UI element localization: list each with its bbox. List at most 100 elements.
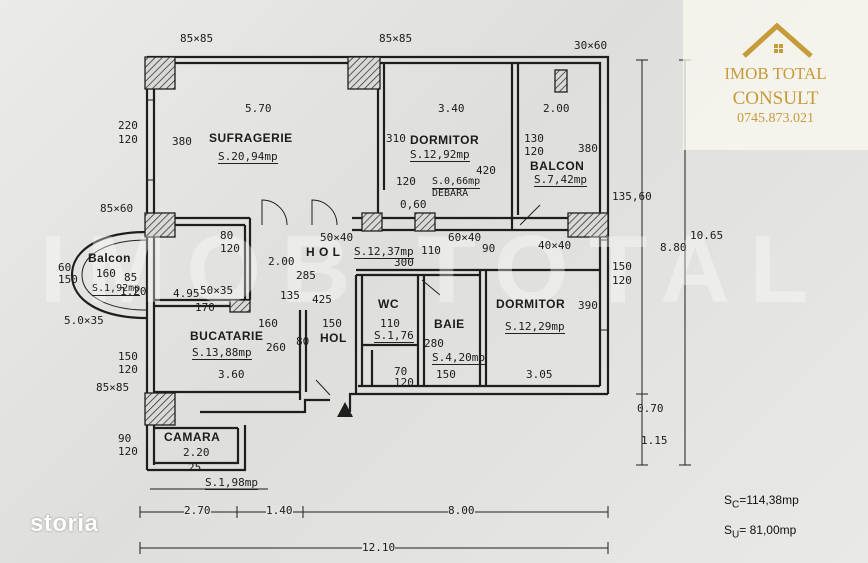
room-area-debara: S.0,66mp: [432, 176, 481, 189]
walls: [145, 55, 610, 472]
dimension-label: 120: [394, 376, 414, 389]
dimension-label: 2.20: [183, 446, 210, 459]
dimension-label: 0,60: [400, 198, 427, 211]
dimension-label: 160: [258, 317, 278, 330]
dimension-label: 70: [394, 365, 408, 378]
dimension-label: 150: [118, 350, 138, 363]
dimension-label: 5.0×35: [64, 314, 104, 327]
bottom-dimension: 8.00: [448, 504, 475, 517]
dimension-label: 1.20: [120, 285, 147, 298]
dimension-label: 5.70: [245, 102, 272, 115]
dimension-label: 80: [220, 229, 234, 242]
dimension-label: 425: [312, 293, 332, 306]
storia-logo: storia: [30, 510, 99, 537]
room-name-dormitor2: DORMITOR: [496, 297, 566, 311]
room-area-hol1: S.12,37mp: [354, 245, 414, 259]
pillar-dim: 30×60: [574, 39, 608, 52]
balcony-outline: [70, 230, 148, 320]
room-area-sufragerie: S.20,94mp: [218, 150, 278, 164]
bottom-dimension: 2.70: [184, 504, 211, 517]
dimension-label: 110: [421, 244, 441, 257]
dimension-label: 170: [195, 301, 215, 314]
room-name-wc: WC: [378, 297, 399, 311]
dimension-label: 90: [118, 432, 132, 445]
dimension-label: 150: [58, 273, 78, 286]
dimension-label: 2.00: [268, 255, 295, 268]
logo-line1: IMOB TOTAL: [724, 64, 827, 83]
total-built-area: SC=114,38mp: [724, 493, 799, 511]
dimension-label: 390: [578, 299, 598, 312]
side-dimension: 8.80: [660, 241, 687, 254]
room-name-debara: DEBARA: [432, 188, 469, 199]
dimension-label: 285: [296, 269, 316, 282]
room-name-balcon1: BALCON: [530, 159, 585, 173]
room-area-wc: S.1,76: [374, 329, 414, 343]
room-name-baie: BAIE: [434, 317, 465, 331]
room-name-hol1: H O L: [306, 245, 341, 259]
dimension-label: 50×40: [320, 231, 354, 244]
dimension-label: 3.05: [526, 368, 553, 381]
dimension-label: 120: [118, 133, 138, 146]
bottom-dimension: 1.40: [266, 504, 293, 517]
dimension-label: 135,60: [612, 190, 652, 203]
dimension-label: 40×40: [538, 239, 572, 252]
room-name-sufragerie: SUFRAGERIE: [209, 131, 293, 145]
logo-phone: 0745.873.021: [737, 111, 814, 126]
dimension-label: 120: [118, 363, 138, 376]
side-dimension: 1.15: [641, 434, 668, 447]
dimension-label: 420: [476, 164, 496, 177]
dimension-label: 380: [578, 142, 598, 155]
dimension-label: 380: [172, 135, 192, 148]
entrance-arrow-icon: [337, 402, 353, 417]
dimension-label: 220: [118, 119, 138, 132]
bottom-dimension: 12.10: [362, 541, 396, 554]
dimension-label: 300: [394, 256, 414, 269]
dimension-label: 4.95: [173, 287, 200, 300]
house-roof-icon: [742, 22, 813, 58]
side-dimension: 0.70: [637, 402, 664, 415]
room-name-dormitor1: DORMITOR: [410, 133, 480, 147]
room-name-balcon2: Balcon: [88, 251, 132, 265]
dimension-label: 3.60: [218, 368, 245, 381]
dimension-label: 50×35: [200, 284, 234, 297]
dimension-label: 120: [220, 242, 240, 255]
room-area-balcon1: S.7,42mp: [534, 173, 587, 187]
room-area-bucatarie: S.13,88mp: [192, 346, 252, 360]
dimension-label: 160: [96, 267, 116, 280]
dimension-label: 80: [296, 335, 310, 348]
room-area-camara: S.1,98mp: [205, 476, 258, 490]
dimension-label: 60: [58, 261, 72, 274]
dimension-label: 85: [124, 271, 138, 284]
dimension-label: 110: [380, 317, 400, 330]
dimension-label: 150: [436, 368, 456, 381]
pillar-dim: 85×85: [96, 381, 130, 394]
dimension-label: 25: [188, 461, 202, 474]
room-area-baie: S.4,20mp: [432, 351, 485, 365]
room-name-bucatarie: BUCATARIE: [190, 329, 264, 343]
dimension-label: 120: [612, 274, 632, 287]
dimension-label: 150: [612, 260, 632, 273]
dimension-label: 2.00: [543, 102, 570, 115]
pillar-dim: 85×85: [379, 32, 413, 45]
dimension-label: 90: [482, 242, 496, 255]
dimension-label: 130: [524, 132, 544, 145]
dimension-label: 3.40: [438, 102, 465, 115]
dimension-label: 120: [396, 175, 416, 188]
dimension-label: 120: [118, 445, 138, 458]
dimension-label: 135: [280, 289, 300, 302]
watermark-text: IMOB TOTAL: [39, 216, 829, 323]
room-area-dormitor1: S.12,92mp: [410, 148, 470, 162]
side-dimension: 10.65: [690, 229, 724, 242]
room-area-balcon2: S.1,92mp: [92, 283, 141, 296]
door-swings: [261, 199, 541, 396]
total-usable-area: SU= 81,00mp: [724, 523, 797, 541]
dimension-label: 60×40: [448, 231, 482, 244]
dimension-label: 280: [424, 337, 444, 350]
pillars: [144, 56, 609, 426]
pillar-dim: 85×85: [180, 32, 214, 45]
room-name-hol2: HOL: [320, 331, 347, 345]
dimension-label: 120: [524, 145, 544, 158]
room-area-dormitor2: S.12,29mp: [505, 320, 565, 334]
dimension-label: 150: [322, 317, 342, 330]
